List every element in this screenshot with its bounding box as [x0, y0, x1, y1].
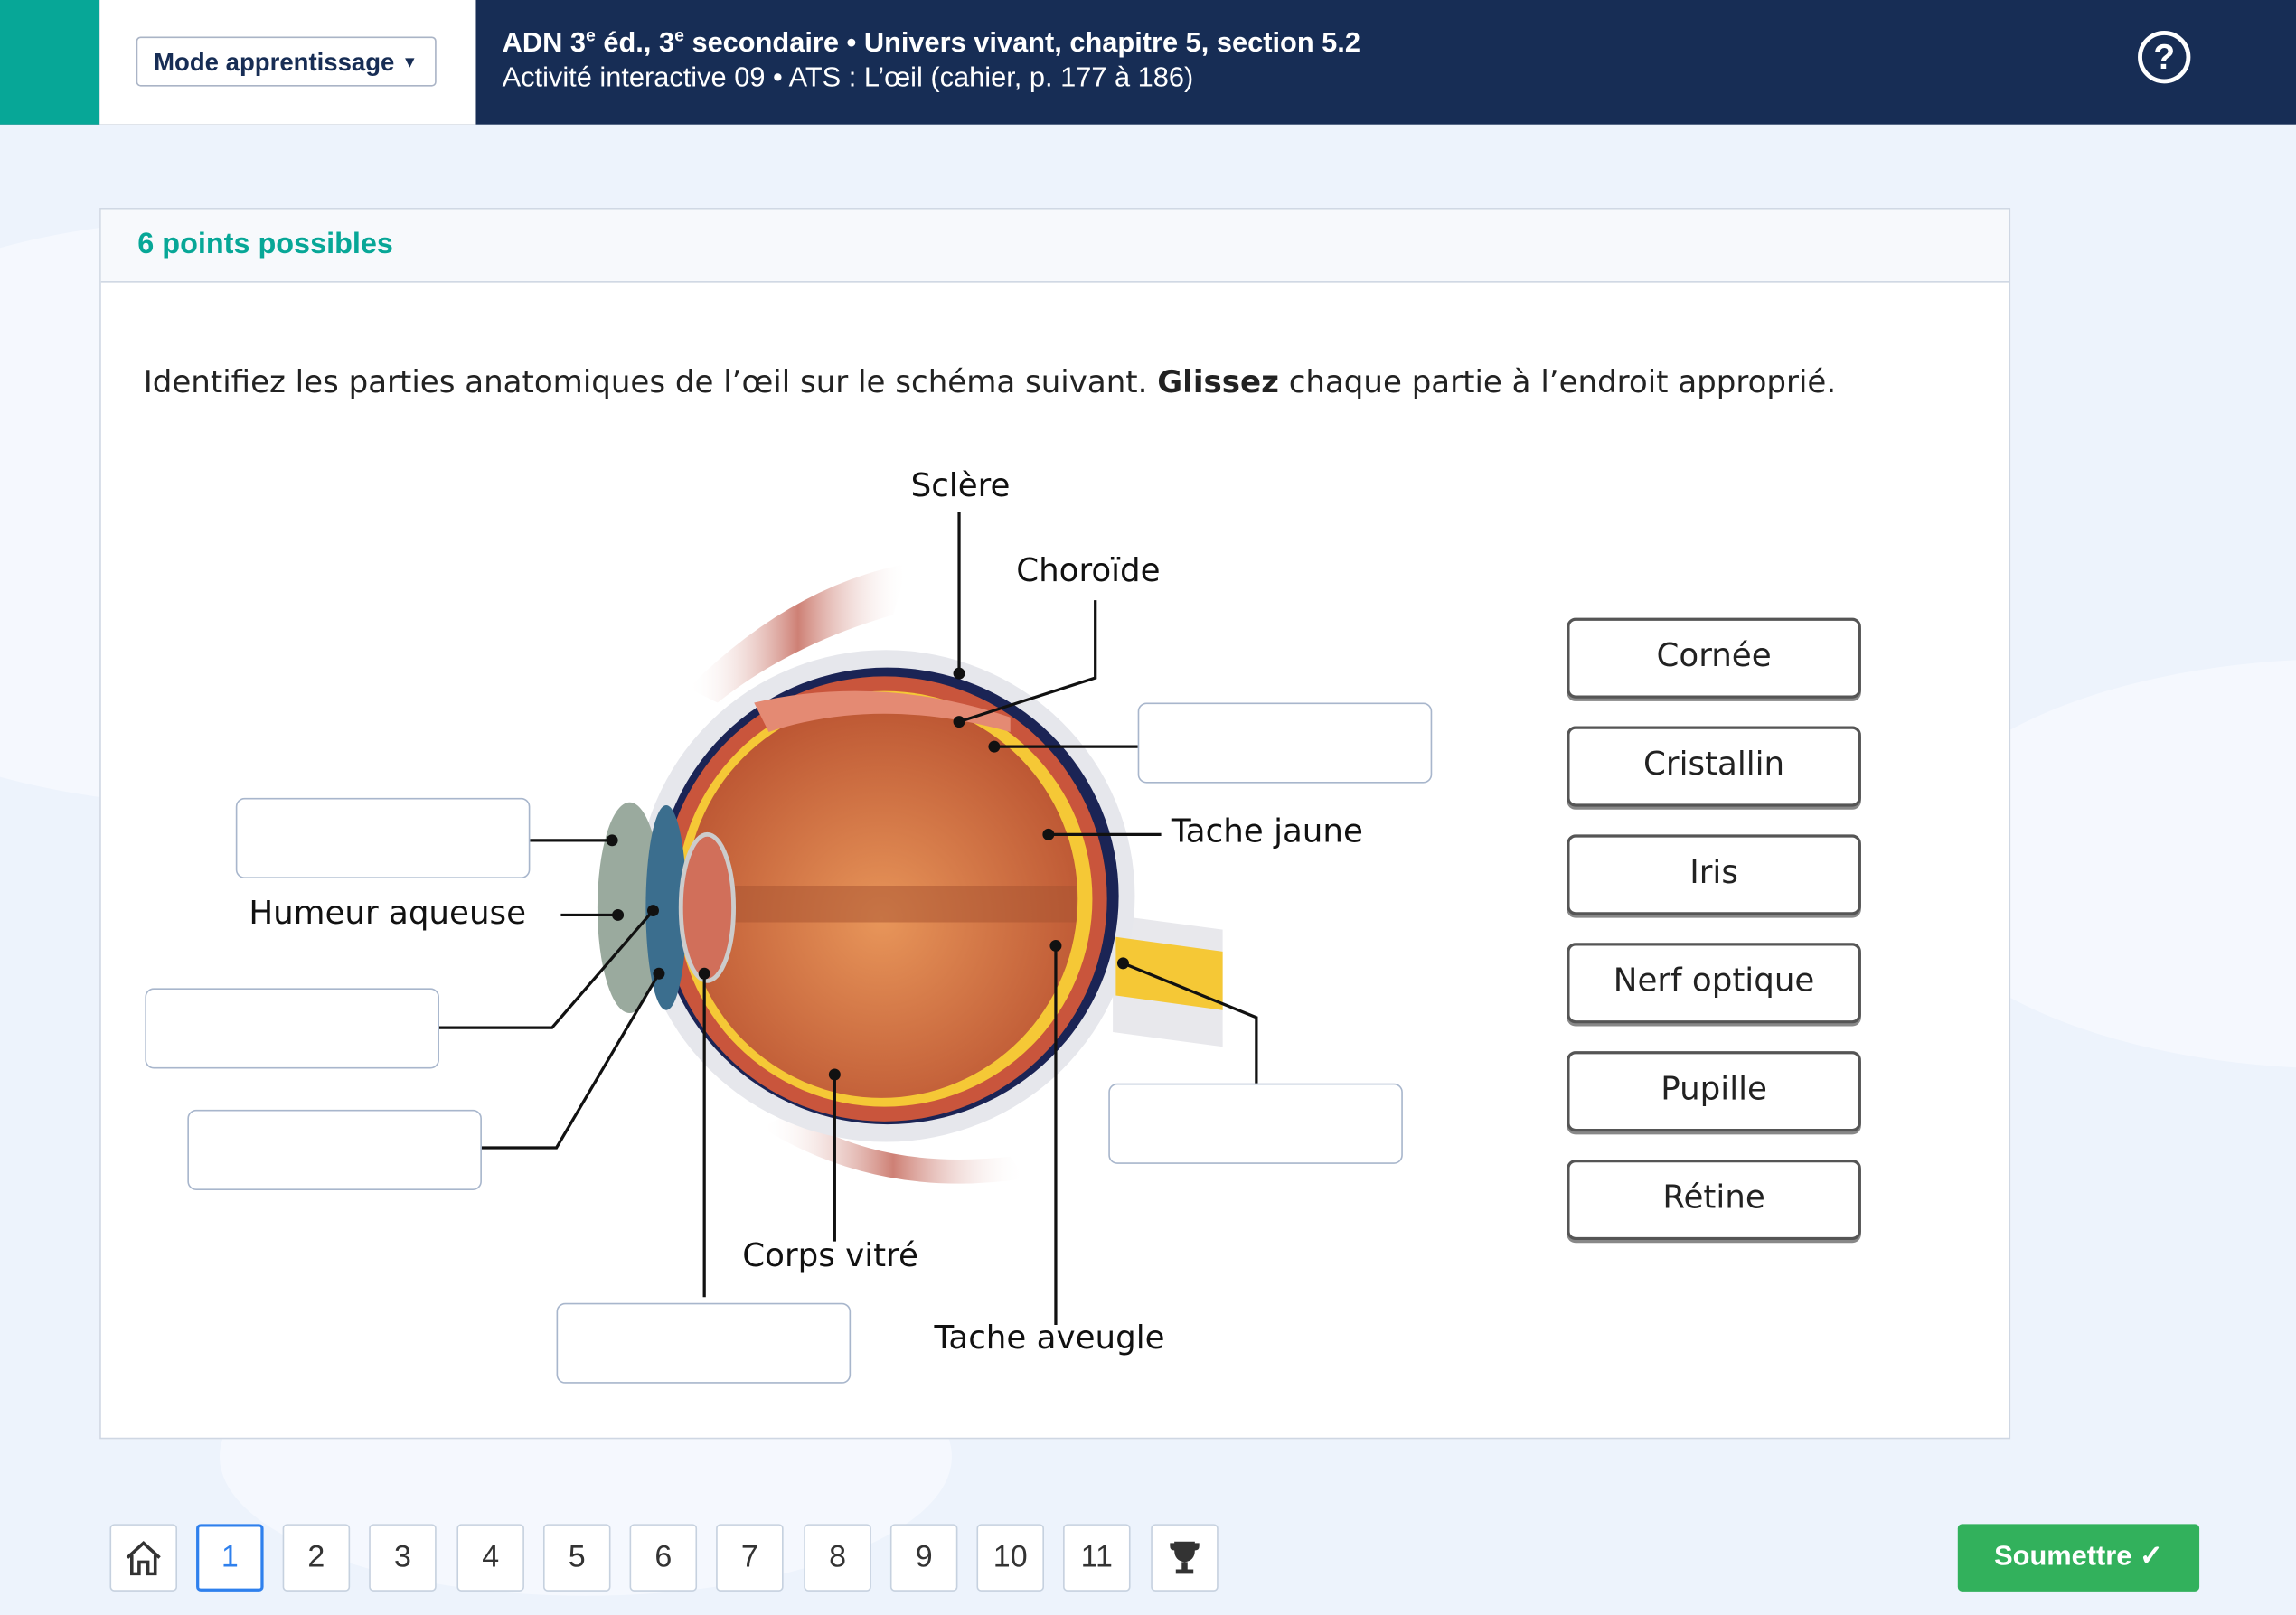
label-tache-jaune: Tache jaune — [1171, 813, 1363, 851]
brand-stripe — [0, 0, 100, 125]
page-button-8[interactable]: 8 — [804, 1524, 871, 1592]
draggable-cristallin[interactable]: Cristallin — [1567, 726, 1861, 807]
page-button-10[interactable]: 10 — [976, 1524, 1044, 1592]
draggable-retine[interactable]: Rétine — [1567, 1159, 1861, 1241]
label-sclere: Sclère — [910, 468, 1011, 505]
submit-button[interactable]: Soumettre ✓ — [1957, 1524, 2200, 1592]
page-button-4[interactable]: 4 — [456, 1524, 524, 1592]
drop-zone-3[interactable] — [145, 988, 439, 1069]
page-button-6[interactable]: 6 — [629, 1524, 698, 1592]
drop-zone-2[interactable] — [1137, 702, 1433, 784]
page-button-11[interactable]: 11 — [1063, 1524, 1131, 1592]
mode-label: Mode apprentissage — [154, 48, 395, 77]
label-humeur-aqueuse: Humeur aqueuse — [249, 896, 527, 933]
page-button-7[interactable]: 7 — [716, 1524, 784, 1592]
label-choroide: Choroïde — [1016, 553, 1161, 590]
leader-dots — [606, 667, 1129, 1081]
page-button-1[interactable]: 1 — [196, 1524, 264, 1592]
trophy-icon — [1170, 1541, 1200, 1574]
leader-lines — [438, 512, 1258, 1326]
drop-zone-5[interactable] — [1108, 1083, 1403, 1164]
draggable-cornee[interactable]: Cornée — [1567, 617, 1861, 699]
label-tache-aveugle: Tache aveugle — [934, 1320, 1165, 1357]
results-button[interactable] — [1151, 1524, 1219, 1592]
drop-zone-6[interactable] — [556, 1302, 852, 1384]
draggable-iris[interactable]: Iris — [1567, 834, 1861, 915]
page-button-3[interactable]: 3 — [369, 1524, 437, 1592]
drop-zone-1[interactable] — [235, 797, 531, 878]
instruction: Identifiez les parties anatomiques de l’… — [143, 364, 1837, 400]
caret-down-icon: ▼ — [401, 53, 419, 72]
top-bar: Mode apprentissage ▼ ADN 3e éd., 3e secon… — [0, 0, 2296, 125]
page-button-9[interactable]: 9 — [889, 1524, 958, 1592]
points-label: 6 points possibles — [137, 228, 393, 261]
activity-subtitle: Activité interactive 09 • ATS : L’œil (c… — [502, 62, 1194, 94]
card-header: 6 points possibles — [100, 209, 2009, 283]
mode-panel — [99, 0, 476, 125]
help-icon[interactable]: ? — [2138, 31, 2191, 84]
home-button[interactable] — [109, 1524, 178, 1592]
label-corps-vitre: Corps vitré — [742, 1238, 918, 1275]
draggable-nerf-optique[interactable]: Nerf optique — [1567, 943, 1861, 1024]
drop-zone-4[interactable] — [187, 1109, 482, 1190]
draggable-pupille[interactable]: Pupille — [1567, 1051, 1861, 1132]
eye-illustration — [597, 563, 1223, 1184]
course-title: ADN 3e éd., 3e secondaire • Univers viva… — [502, 24, 1360, 60]
mode-dropdown[interactable]: Mode apprentissage ▼ — [136, 36, 437, 87]
page-button-2[interactable]: 2 — [282, 1524, 351, 1592]
page-button-5[interactable]: 5 — [542, 1524, 611, 1592]
home-icon — [126, 1540, 161, 1576]
